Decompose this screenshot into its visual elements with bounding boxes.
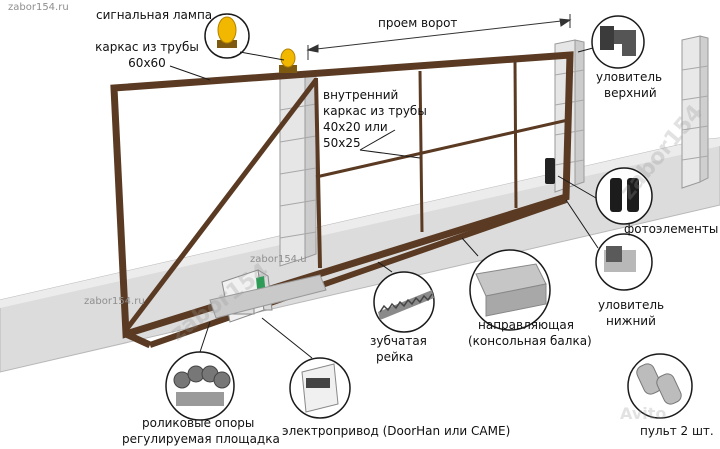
inner-frame-pointer-2 [359,129,396,151]
label-inner-frame-4: 50х25 [323,136,361,150]
callout-guide [461,237,551,331]
callout-remote [627,353,693,419]
far-pillar [681,35,709,189]
label-guide-1: направляющая [478,318,574,332]
callout-bottom-catcher [565,199,653,291]
callout-photocells [557,167,653,225]
label-catcher-top-1: уловитель [596,70,663,84]
inner-frame-pointer-1 [359,149,421,159]
label-catcher-bottom-1: уловитель [598,298,665,312]
opening-dimension [306,14,572,60]
callout-top-catcher [577,15,645,69]
label-inner-frame-2: каркас из трубы [323,104,427,118]
gate-frame [110,51,574,349]
frame-pipe-pointer [169,65,211,81]
label-rollers-2: регулируемая площадка [122,432,280,446]
label-inner-frame-1: внутренний [323,88,399,102]
watermark-site-c: zabor154.ru [8,2,69,13]
label-catcher-top-2: верхний [604,86,657,100]
label-frame-pipe-1: каркас из трубы [95,40,199,54]
ground-top [0,138,720,308]
label-rollers-1: роликовые опоры [142,416,255,430]
callout-rack [373,261,435,333]
label-rack-2: рейка [376,350,414,364]
signal-lamp-small [279,48,297,73]
label-remote: пульт 2 шт. [640,424,714,438]
label-guide-2: (консольная балка) [468,334,592,348]
watermark-site-a: zabor154.ru [84,296,145,307]
label-signal-lamp: сигнальная лампа [96,8,213,22]
label-frame-pipe-2: 60х60 [128,56,166,70]
label-inner-frame-3: 40х20 или [323,120,388,134]
photocell-on-post [545,158,555,184]
label-rack-1: зубчатая [370,334,427,348]
watermark-site-b: zabor154.u [250,254,307,265]
label-drive: электропривод (DoorHan или CAME) [282,424,511,438]
label-catcher-bottom-2: нижний [606,314,656,328]
callout-rollers [165,321,235,421]
drive-base [209,274,327,319]
label-opening: проем ворот [378,16,458,30]
label-photocells: фотоэлементы [624,222,719,236]
watermark-avito: Avito [620,404,667,423]
callout-lamp [204,13,285,61]
callout-drive [261,317,351,419]
